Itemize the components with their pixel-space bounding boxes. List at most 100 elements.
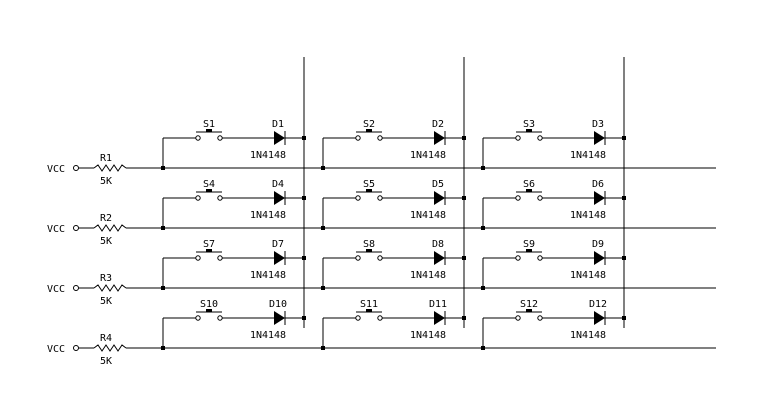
column-junction-dot <box>462 316 466 320</box>
diode-triangle <box>274 131 285 145</box>
diode-triangle <box>274 311 285 325</box>
diode-triangle <box>274 251 285 265</box>
column-junction-dot <box>622 136 626 140</box>
switch-contact-right <box>537 255 543 261</box>
diode-part-label: 1N4148 <box>570 150 606 161</box>
switch-contact-left <box>195 255 201 261</box>
switch-label: S9 <box>523 239 535 250</box>
diode-triangle <box>594 251 605 265</box>
switch-plunger <box>366 129 372 132</box>
resistor-symbol <box>93 224 127 232</box>
switch-contact-left <box>195 315 201 321</box>
column-junction-dot <box>462 196 466 200</box>
diode-label: D5 <box>432 179 444 190</box>
diode-label: D10 <box>269 299 287 310</box>
resistor-value: 5K <box>100 296 112 307</box>
vcc-terminal <box>73 165 79 171</box>
diode-part-label: 1N4148 <box>410 330 446 341</box>
diode-label: D4 <box>272 179 284 190</box>
switch-label: S3 <box>523 119 535 130</box>
switch-contact-right <box>217 315 223 321</box>
vcc-label: VCC <box>47 284 65 295</box>
diode-triangle <box>434 251 445 265</box>
switch-plunger <box>206 249 212 252</box>
switch-label: S4 <box>203 179 215 190</box>
vcc-terminal <box>73 345 79 351</box>
column-junction-dot <box>622 316 626 320</box>
resistor-value: 5K <box>100 236 112 247</box>
resistor-name: R2 <box>100 213 112 224</box>
switch-contact-right <box>377 135 383 141</box>
diode-label: D12 <box>589 299 607 310</box>
diode-triangle <box>594 311 605 325</box>
vcc-label: VCC <box>47 344 65 355</box>
diode-label: D2 <box>432 119 444 130</box>
diode-part-label: 1N4148 <box>570 330 606 341</box>
resistor-value: 5K <box>100 356 112 367</box>
diode-part-label: 1N4148 <box>250 150 286 161</box>
switch-label: S7 <box>203 239 215 250</box>
diode-triangle <box>434 131 445 145</box>
switch-plunger <box>366 309 372 312</box>
switch-plunger <box>366 189 372 192</box>
column-junction-dot <box>302 316 306 320</box>
switch-plunger <box>206 189 212 192</box>
switch-contact-right <box>217 255 223 261</box>
column-junction-dot <box>302 256 306 260</box>
diode-triangle <box>594 191 605 205</box>
vcc-terminal <box>73 225 79 231</box>
switch-contact-left <box>195 135 201 141</box>
switch-plunger <box>206 309 212 312</box>
switch-contact-left <box>355 135 361 141</box>
switch-label: S5 <box>363 179 375 190</box>
switch-contact-left <box>515 195 521 201</box>
switch-contact-left <box>515 135 521 141</box>
resistor-name: R3 <box>100 273 112 284</box>
diode-label: D3 <box>592 119 604 130</box>
diode-part-label: 1N4148 <box>570 210 606 221</box>
switch-contact-left <box>355 195 361 201</box>
switch-contact-right <box>377 195 383 201</box>
switch-contact-left <box>515 255 521 261</box>
switch-contact-right <box>217 135 223 141</box>
switch-contact-right <box>377 315 383 321</box>
switch-contact-right <box>537 195 543 201</box>
switch-label: S1 <box>203 119 215 130</box>
switch-plunger <box>526 309 532 312</box>
switch-label: S10 <box>200 299 218 310</box>
vcc-label: VCC <box>47 164 65 175</box>
cell-r1-c3: S3 D3 1N4148 <box>481 119 626 170</box>
column-junction-dot <box>302 196 306 200</box>
diode-label: D1 <box>272 119 284 130</box>
column-junction-dot <box>462 256 466 260</box>
switch-label: S2 <box>363 119 375 130</box>
switch-contact-right <box>537 135 543 141</box>
diode-label: D8 <box>432 239 444 250</box>
resistor-symbol <box>93 344 127 352</box>
switch-label: S6 <box>523 179 535 190</box>
switch-contact-left <box>355 255 361 261</box>
switch-plunger <box>206 129 212 132</box>
resistor-symbol <box>93 284 127 292</box>
switch-contact-left <box>515 315 521 321</box>
diode-triangle <box>274 191 285 205</box>
resistor-value: 5K <box>100 176 112 187</box>
switch-contact-right <box>377 255 383 261</box>
diode-part-label: 1N4148 <box>250 210 286 221</box>
diode-triangle <box>434 311 445 325</box>
diode-label: D11 <box>429 299 447 310</box>
column-junction-dot <box>622 256 626 260</box>
switch-plunger <box>526 189 532 192</box>
cell-r1-c1: S1 D1 1N4148 <box>161 119 306 170</box>
